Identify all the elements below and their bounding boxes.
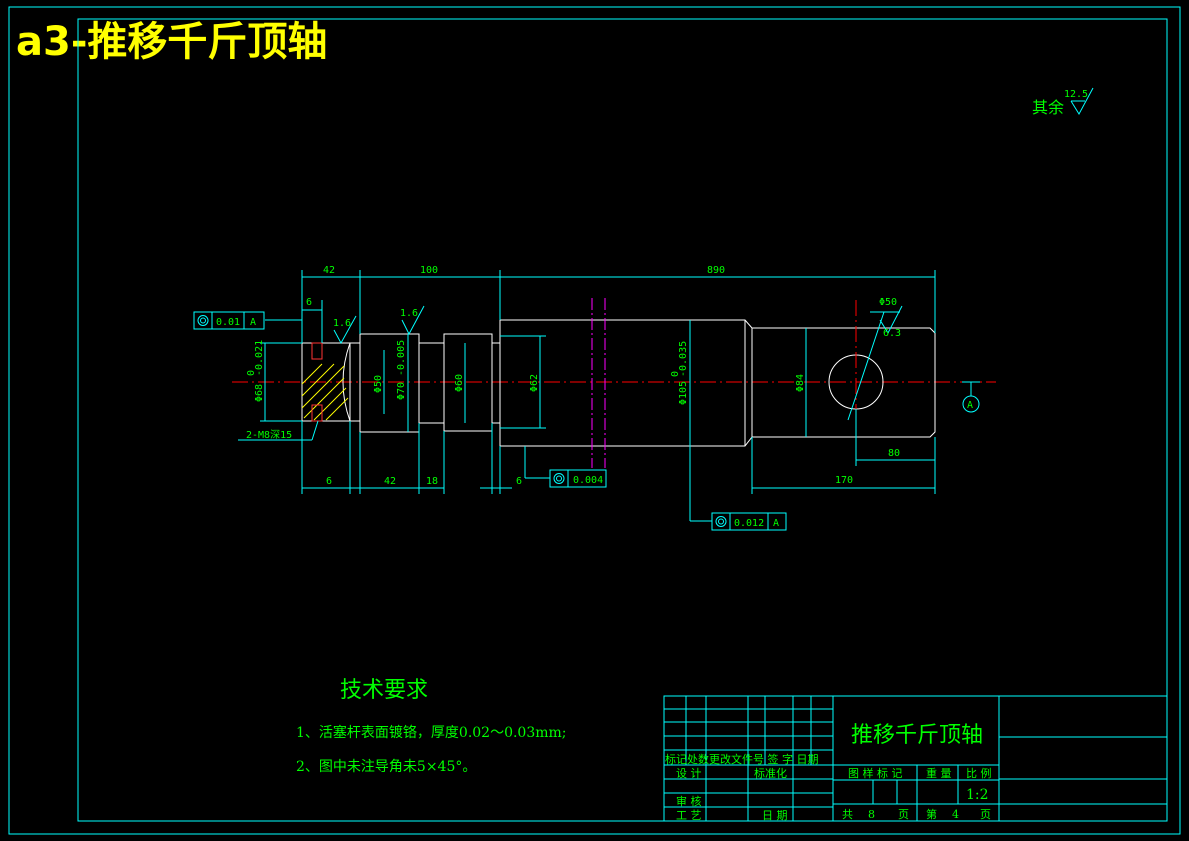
title-block-total: 8 [868, 808, 875, 821]
title-block-weight: 重 量 [926, 766, 952, 780]
svg-text:0.01: 0.01 [216, 317, 240, 328]
roughness-1-6-b-symbol [401, 305, 425, 336]
runout-icon [197, 315, 209, 326]
svg-text:0: 0 [246, 370, 257, 376]
dim-dia50: Φ50 [373, 375, 384, 393]
title-block-page-unit: 页 [898, 808, 909, 821]
title-block-design: 设 计 [676, 767, 702, 780]
svg-text:-0.021: -0.021 [254, 340, 265, 376]
title-block-total-label: 共 [842, 808, 853, 821]
dim-80: 80 [888, 448, 900, 459]
dim-hole-dia50: Φ50 [879, 297, 897, 308]
dim-dia62: Φ62 [529, 374, 540, 392]
title-block-scale-label: 比 例 [966, 766, 992, 780]
title-block-header-row: 标记处数更改文件号 签 字 日期 [665, 752, 819, 766]
title-block-scale: 1:2 [966, 787, 989, 803]
tech-requirement-item: 2、图中未注导角未5×45°。 [296, 759, 477, 775]
dim-dia60: Φ60 [454, 374, 465, 392]
svg-text:0.004: 0.004 [573, 475, 603, 486]
outer-border [8, 6, 1181, 835]
svg-text:0.012: 0.012 [734, 518, 764, 529]
title-block-sheet: 4 [952, 808, 959, 821]
roughness-other-value: 12.5 [1064, 89, 1088, 100]
roughness-6-3: 6.3 [883, 328, 901, 339]
dim-100: 100 [420, 265, 438, 276]
dim-dia105: Φ105 [678, 381, 689, 405]
inner-border [77, 18, 1168, 822]
tolerance-frame-2: 0.004 [549, 469, 607, 488]
tech-requirements-title: 技术要求 [340, 678, 429, 703]
dim-dia68: Φ68 [254, 384, 265, 402]
dim-42-top: 42 [323, 265, 335, 276]
dim-6-top: 6 [306, 297, 312, 308]
dim-dia70-group: Φ70 -0.005 [396, 340, 407, 400]
page-title: a3-推移千斤顶轴 [16, 19, 328, 65]
svg-text:-0.035: -0.035 [678, 341, 689, 377]
dim-dia105-group: Φ105 0 -0.035 [670, 341, 689, 405]
dim-18: 18 [426, 476, 438, 487]
svg-text:A: A [773, 518, 779, 529]
title-block [663, 695, 1168, 822]
roughness-other-label: 其余 [1032, 98, 1064, 117]
dim-6-left: 6 [326, 476, 332, 487]
runout-icon-2 [715, 516, 727, 527]
title-block-drawing-mark: 图 样 标 记 [848, 766, 903, 780]
dim-170: 170 [835, 475, 853, 486]
svg-text:0: 0 [670, 371, 681, 377]
roughness-other-symbol [1070, 87, 1094, 116]
dim-dia70: Φ70 [396, 382, 407, 400]
title-block-date: 日 期 [762, 809, 788, 822]
dim-6-right: 6 [516, 476, 522, 487]
roughness-6-3-symbol [879, 305, 903, 335]
section-hatch [301, 342, 349, 422]
dim-dia84: Φ84 [795, 374, 806, 392]
tolerance-frame-1: 0.01 A [193, 311, 265, 330]
title-block-process: 工 艺 [676, 809, 702, 822]
datum-a-label: A [967, 400, 973, 411]
title-block-review: 审 核 [676, 794, 702, 808]
dim-890: 890 [707, 265, 725, 276]
roughness-1-6-a: 1.6 [333, 318, 351, 329]
dim-42-bottom: 42 [384, 476, 396, 487]
dimension-lines [238, 270, 980, 522]
title-block-page-unit-2: 页 [980, 808, 991, 821]
title-block-standard: 标准化 [754, 766, 787, 780]
shaft-outline [301, 319, 936, 447]
tech-requirement-item: 1、活塞杆表面镀铬，厚度0.02～0.03mm; [296, 725, 567, 741]
title-block-part-name: 推移千斤顶轴 [851, 723, 983, 748]
tolerance-frame-3: 0.012 A [711, 512, 787, 531]
roughness-1-6-b: 1.6 [400, 308, 418, 319]
roughness-1-6-a-symbol [333, 315, 357, 345]
svg-text:A: A [250, 317, 256, 328]
svg-text:-0.005: -0.005 [396, 340, 407, 376]
thread-note: 2-M8深15 [246, 429, 292, 441]
cylindricity-icon [553, 473, 565, 484]
dim-dia68-group: Φ68 0 -0.021 [246, 340, 265, 402]
title-block-sheet-label: 第 [926, 807, 937, 821]
